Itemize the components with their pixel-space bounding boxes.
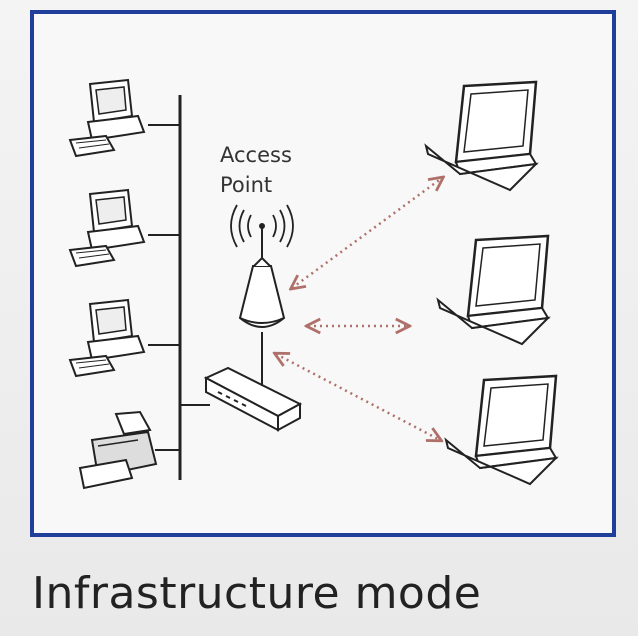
laptop-icon xyxy=(444,374,559,486)
desktop-computer-icon xyxy=(68,78,146,158)
access-point-label-line2: Point xyxy=(220,173,272,197)
desktop-computer-icon xyxy=(68,188,146,268)
access-point-label-line1: Access xyxy=(220,143,292,167)
access-point-icon xyxy=(238,223,286,328)
infrastructure-mode-diagram: Access Point xyxy=(68,78,559,490)
laptop-icon xyxy=(436,234,551,346)
printer-icon xyxy=(78,410,158,490)
diagram-caption: Infrastructure mode xyxy=(32,568,482,619)
desktop-computer-icon xyxy=(68,298,146,378)
wireless-link-laptop-1 xyxy=(292,178,442,288)
wireless-link-laptop-3 xyxy=(276,354,440,440)
network-switch-icon xyxy=(203,366,303,432)
laptop-icon xyxy=(424,80,539,192)
